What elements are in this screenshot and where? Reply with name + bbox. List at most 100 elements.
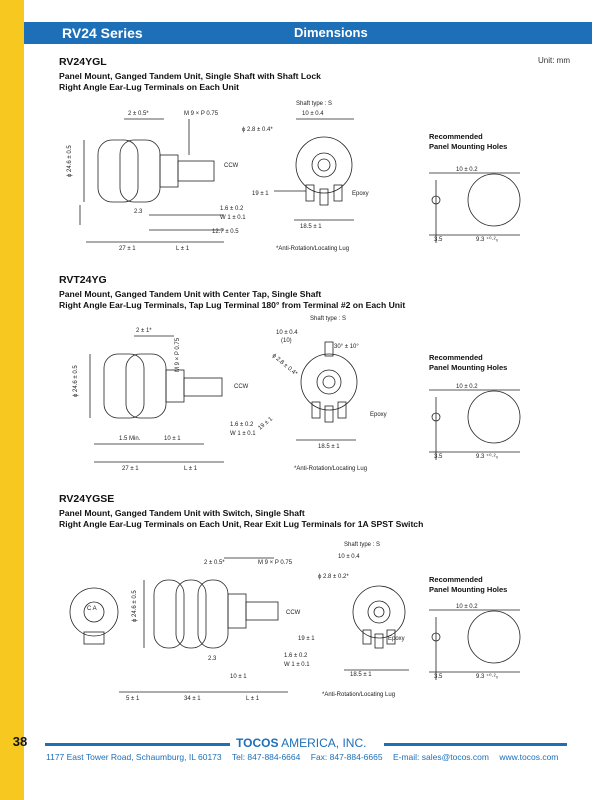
footer: 38 TOCOS AMERICA, INC. 1177 East Tower R… bbox=[0, 732, 616, 800]
footer-fax: Fax: 847-884-6665 bbox=[310, 752, 383, 762]
ccw-label: CCW bbox=[286, 610, 301, 616]
switch-terminals: C A bbox=[87, 606, 97, 612]
dim-label: W 1 ± 0.1 bbox=[220, 215, 246, 221]
dim-label: 18.5 ± 1 bbox=[318, 444, 340, 450]
dim-label: 10 ± 1 bbox=[164, 436, 181, 442]
dim-label: 12.7 ± 0.5 bbox=[212, 229, 239, 235]
dim-label: ϕ 24.6 ± 0.5 bbox=[132, 590, 138, 622]
dim-label: M 9 × P 0.75 bbox=[184, 111, 219, 117]
footer-tel: Tel: 847-884-6664 bbox=[231, 752, 301, 762]
dim-label: 18.5 ± 1 bbox=[300, 224, 322, 230]
dim-label: 30° ± 10° bbox=[334, 344, 359, 350]
dim-label: 5 ± 1 bbox=[126, 696, 140, 702]
dim-label: 9.3 ⁺⁰·²₀ bbox=[476, 236, 499, 243]
company-brand: TOCOS AMERICA, INC. bbox=[236, 736, 366, 750]
header-bar: RV24 Series Dimensions bbox=[24, 22, 592, 44]
dim-label: L ± 1 bbox=[184, 466, 198, 472]
dim-label: W 1 ± 0.1 bbox=[230, 431, 256, 437]
dim-label: 18.5 ± 1 bbox=[350, 672, 372, 678]
drawing-rvt24yg: 2 ± 1* M 9 × P 0.75 ϕ 24.6 ± 0.5 1.5 Min… bbox=[73, 316, 521, 472]
model-name: RV24YGSE bbox=[59, 493, 115, 505]
dim-label: 10 ± 1 bbox=[230, 674, 247, 680]
model-desc-line1: Panel Mount, Ganged Tandem Unit with Cen… bbox=[59, 289, 322, 299]
drawing-rv24ygse: C A 2 ± 0.5* M 9 × P 0.75 ϕ 24.6 ± 0.5 2… bbox=[69, 542, 521, 702]
holes-title-1: Recommended bbox=[429, 575, 483, 584]
dim-label: 10 ± 0.4 bbox=[302, 111, 324, 117]
dim-label: W 1 ± 0.1 bbox=[284, 662, 310, 668]
dim-label: 19 ± 1 bbox=[257, 416, 274, 432]
dim-label: 10 ± 0.4 bbox=[276, 330, 298, 336]
dim-label: L ± 1 bbox=[176, 246, 190, 252]
dim-label: 10 ± 0.2 bbox=[456, 604, 478, 610]
dim-label: 1.6 ± 0.2 bbox=[284, 653, 308, 659]
dim-label: 19 ± 1 bbox=[298, 636, 315, 642]
dim-label: (10) bbox=[281, 338, 292, 344]
footer-rule-left bbox=[45, 743, 230, 746]
footer-email[interactable]: E-mail: sales@tocos.com bbox=[392, 752, 489, 762]
ccw-label: CCW bbox=[234, 384, 249, 390]
model-desc-line2: Right Angle Ear-Lug Terminals, Tap Lug T… bbox=[59, 300, 406, 310]
dim-label: 2 ± 1* bbox=[136, 328, 152, 334]
dim-label: ϕ 2.8 ± 0.4* bbox=[242, 127, 273, 133]
epoxy-label: Epoxy bbox=[388, 636, 405, 642]
dim-label: 9.3 ⁺⁰·²₀ bbox=[476, 673, 499, 680]
model-desc-line1: Panel Mount, Ganged Tandem Unit, Single … bbox=[59, 71, 321, 81]
dim-label: 27 ± 1 bbox=[119, 246, 136, 252]
dim-label: ϕ 24.6 ± 0.5 bbox=[73, 365, 79, 397]
yellow-sidebar bbox=[0, 0, 24, 800]
dim-label: 2 ± 0.5* bbox=[204, 560, 225, 566]
dim-label: 10 ± 0.4 bbox=[338, 554, 360, 560]
epoxy-label: Epoxy bbox=[370, 412, 387, 418]
model-desc-line1: Panel Mount, Ganged Tandem Unit with Swi… bbox=[59, 508, 305, 518]
dim-label: 27 ± 1 bbox=[122, 466, 139, 472]
dim-label: ϕ 2.8 ± 0.4* bbox=[271, 353, 299, 378]
footer-address: 1177 East Tower Road, Schaumburg, IL 601… bbox=[46, 752, 222, 762]
holes-title-2: Panel Mounting Holes bbox=[429, 142, 507, 151]
dim-label: 2.3 bbox=[208, 656, 217, 662]
page-number: 38 bbox=[12, 734, 28, 749]
model-name: RV24YGL bbox=[59, 56, 107, 68]
footer-contact: 1177 East Tower Road, Schaumburg, IL 601… bbox=[46, 752, 558, 762]
drawing-rv24ygl: 2 ± 0.5* M 9 × P 0.75 ϕ 24.6 ± 0.5 2.3 1… bbox=[67, 101, 521, 252]
dim-label: 34 ± 1 bbox=[184, 696, 201, 702]
dim-label: 10 ± 0.2 bbox=[456, 384, 478, 390]
dim-label: 2 ± 0.5* bbox=[128, 111, 149, 117]
anti-rotation-note: *Anti-Rotation/Locating Lug bbox=[322, 692, 395, 698]
holes-title-2: Panel Mounting Holes bbox=[429, 585, 507, 594]
dim-label: L ± 1 bbox=[246, 696, 260, 702]
dim-label: 3.5 bbox=[434, 674, 443, 680]
dim-label: 3.5 bbox=[434, 237, 443, 243]
anti-rotation-note: *Anti-Rotation/Locating Lug bbox=[294, 466, 367, 472]
section-rv24ygl: RV24YGL Panel Mount, Ganged Tandem Unit,… bbox=[59, 56, 599, 93]
model-desc-line2: Right Angle Ear-Lug Terminals on Each Un… bbox=[59, 519, 424, 529]
footer-website[interactable]: www.tocos.com bbox=[499, 752, 559, 762]
dim-label: 1.6 ± 0.2 bbox=[230, 422, 254, 428]
dim-label: 3.5 bbox=[434, 454, 443, 460]
shaft-type: Shaft type : S bbox=[296, 101, 332, 107]
dim-label: 2.3 bbox=[134, 209, 143, 215]
brand-bold: TOCOS bbox=[236, 736, 279, 750]
dim-label: 1.6 ± 0.2 bbox=[220, 206, 244, 212]
epoxy-label: Epoxy bbox=[352, 191, 369, 197]
dim-label: ϕ 2.8 ± 0.2* bbox=[318, 574, 349, 580]
dim-label: 1.5 Min. bbox=[119, 436, 141, 442]
dim-label: ϕ 24.6 ± 0.5 bbox=[67, 145, 73, 177]
shaft-type: Shaft type : S bbox=[310, 316, 346, 322]
unit-note: Unit: mm bbox=[538, 56, 570, 65]
model-desc-line2: Right Angle Ear-Lug Terminals on Each Un… bbox=[59, 82, 240, 92]
section-rv24ygse: RV24YGSE Panel Mount, Ganged Tandem Unit… bbox=[59, 493, 599, 530]
section-title: Dimensions bbox=[294, 25, 368, 40]
dim-label: 19 ± 1 bbox=[252, 191, 269, 197]
footer-rule-right bbox=[384, 743, 567, 746]
dim-label: 9.3 ⁺⁰·²₀ bbox=[476, 453, 499, 460]
series-title: RV24 Series bbox=[62, 25, 143, 41]
ccw-label: CCW bbox=[224, 163, 239, 169]
model-name: RVT24YG bbox=[59, 274, 107, 286]
shaft-type: Shaft type : S bbox=[344, 542, 380, 548]
holes-title-1: Recommended bbox=[429, 353, 483, 362]
holes-title-1: Recommended bbox=[429, 132, 483, 141]
anti-rotation-note: *Anti-Rotation/Locating Lug bbox=[276, 246, 349, 252]
dim-label: M 9 × P 0.75 bbox=[175, 337, 181, 372]
section-rvt24yg: RVT24YG Panel Mount, Ganged Tandem Unit … bbox=[59, 274, 599, 311]
brand-rest: AMERICA, INC. bbox=[278, 736, 367, 750]
